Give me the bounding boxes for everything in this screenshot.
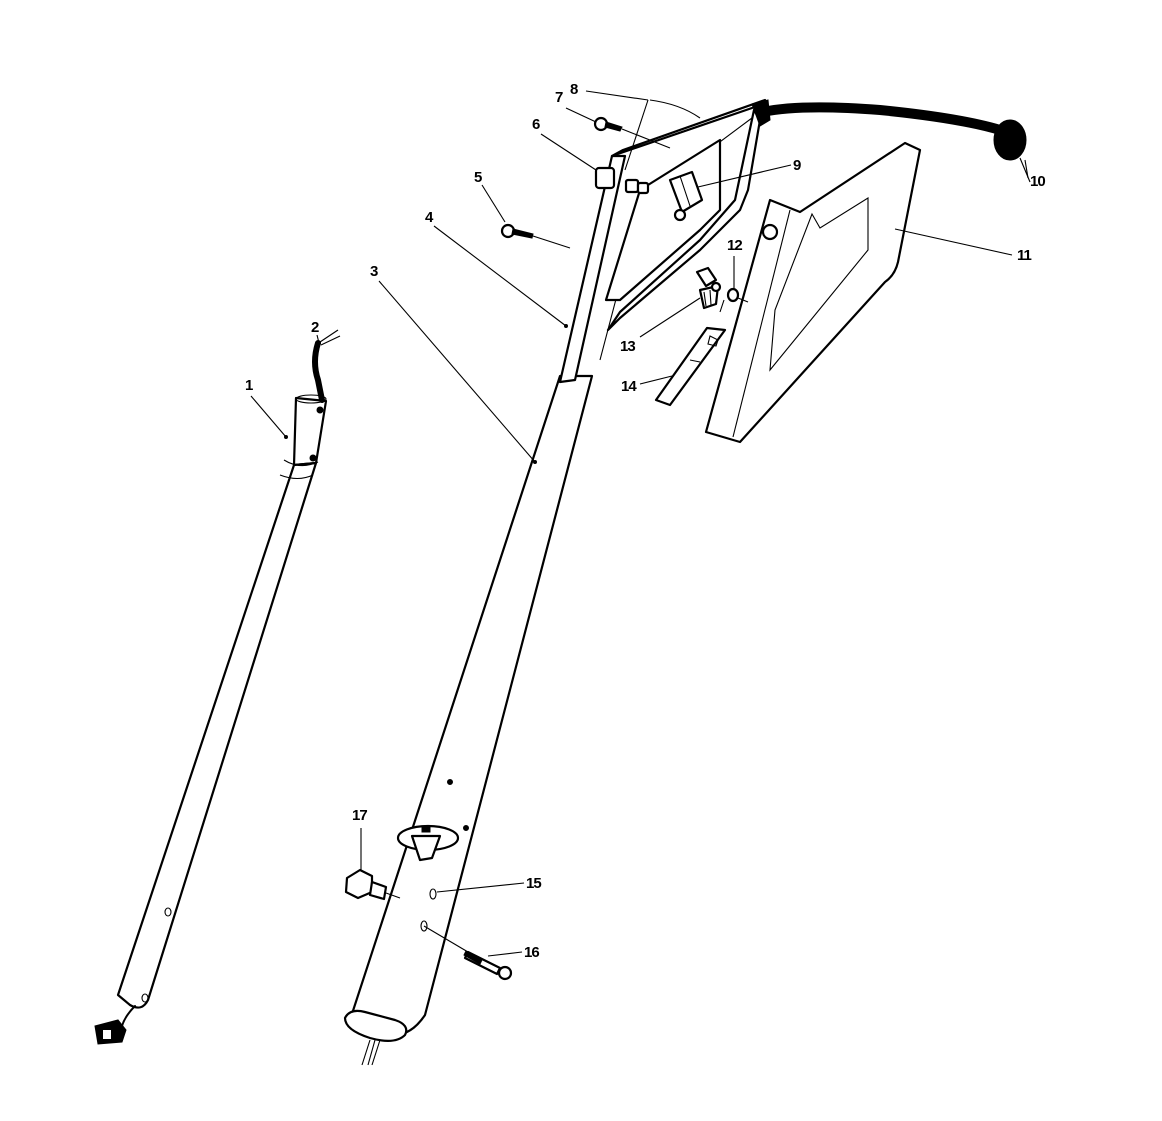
part-1-connector — [94, 1005, 136, 1045]
callout-6: 6 — [532, 116, 540, 133]
part-11-handle-grip — [704, 141, 922, 444]
callout-11: 11 — [1017, 247, 1032, 264]
part-16-bolt — [423, 925, 513, 981]
callout-17: 17 — [352, 807, 368, 824]
callout-9: 9 — [793, 157, 801, 174]
leader-lines — [250, 90, 1031, 957]
callout-4: 4 — [425, 209, 433, 226]
callout-3: 3 — [370, 263, 378, 280]
callout-7: 7 — [555, 89, 563, 106]
part-10-power-cord — [751, 99, 1027, 161]
part-6-clip — [594, 166, 650, 195]
callout-10: 10 — [1030, 173, 1046, 190]
callout-2: 2 — [311, 319, 319, 336]
part-12-nut — [719, 287, 749, 313]
callout-14: 14 — [621, 378, 637, 395]
callout-12: 12 — [727, 237, 743, 254]
part-1-lower-shaft — [116, 394, 328, 1009]
part-13-trigger — [695, 266, 722, 310]
part-5-screw — [500, 223, 571, 249]
callout-13: 13 — [620, 338, 636, 355]
part-17-nut — [344, 868, 401, 901]
part-14-slide — [654, 326, 727, 407]
part-8-cover — [624, 99, 701, 171]
part-9-switch — [668, 170, 704, 222]
callout-8: 8 — [570, 81, 578, 98]
part-7-screw — [593, 116, 671, 149]
callout-1: 1 — [245, 377, 253, 394]
part-2-cable — [312, 329, 341, 403]
part-3-main-shaft — [343, 374, 594, 1066]
callout-15: 15 — [526, 875, 542, 892]
callout-5: 5 — [474, 169, 482, 186]
callout-16: 16 — [524, 944, 540, 961]
